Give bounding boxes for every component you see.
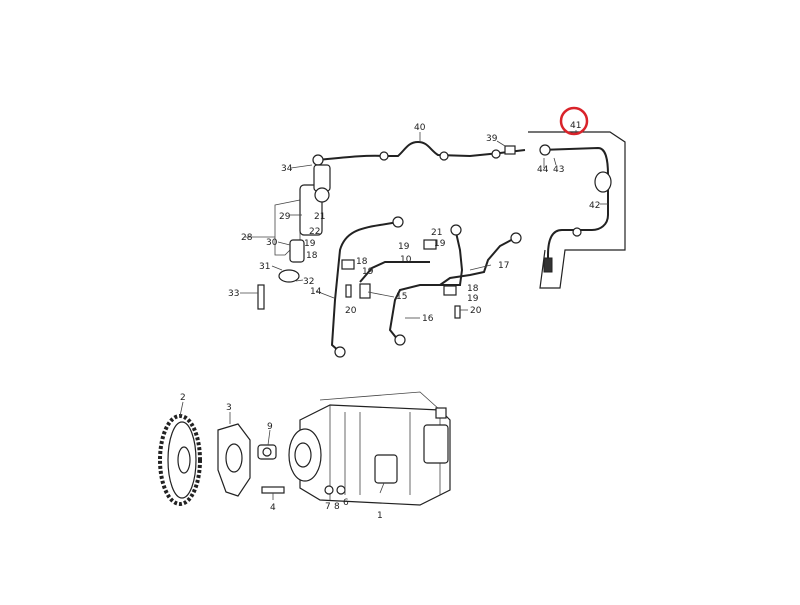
label-44: 44 — [537, 165, 549, 175]
label-19c: 19 — [398, 242, 410, 252]
drive-gear-2[interactable] — [158, 414, 202, 506]
label-7: 7 — [325, 502, 331, 512]
label-39: 39 — [486, 134, 498, 144]
label-20a: 20 — [345, 306, 357, 316]
label-10: 10 — [400, 255, 412, 265]
label-18b: 18 — [356, 257, 368, 267]
label-22: 22 — [309, 227, 320, 237]
label-6: 6 — [343, 498, 349, 508]
injection-pump-1[interactable] — [288, 391, 451, 506]
highlight-circle — [559, 106, 589, 136]
label-29: 29 — [279, 212, 291, 222]
injection-pipes[interactable] — [330, 216, 522, 358]
label-32: 32 — [303, 277, 314, 287]
label-31: 31 — [259, 262, 270, 272]
part-labels: 40 39 41 44 43 42 34 29 21 22 28 30 19 1… — [180, 121, 600, 521]
label-18a: 18 — [306, 251, 318, 261]
label-20b: 20 — [470, 306, 482, 316]
hub-and-stud[interactable] — [257, 444, 285, 494]
label-43: 43 — [553, 165, 564, 175]
label-21a: 21 — [314, 212, 325, 222]
label-15: 15 — [396, 292, 407, 302]
label-19a: 19 — [304, 239, 316, 249]
injector-assembly[interactable] — [257, 164, 331, 310]
label-4: 4 — [270, 503, 276, 513]
label-30: 30 — [266, 238, 278, 248]
label-19e: 19 — [467, 294, 479, 304]
label-19d: 19 — [434, 239, 446, 249]
label-3: 3 — [226, 403, 232, 413]
label-19b: 19 — [362, 267, 374, 277]
label-16: 16 — [422, 314, 434, 324]
label-21b: 21 — [431, 228, 442, 238]
label-14: 14 — [310, 287, 322, 297]
label-1: 1 — [377, 511, 383, 521]
return-line-40[interactable] — [312, 140, 526, 166]
label-28: 28 — [241, 233, 253, 243]
label-41: 41 — [570, 121, 581, 131]
label-2: 2 — [180, 393, 186, 403]
label-34: 34 — [281, 164, 293, 174]
label-42: 42 — [589, 201, 600, 211]
pipe-42[interactable] — [528, 131, 626, 289]
label-9: 9 — [267, 422, 273, 432]
label-17: 17 — [498, 261, 509, 271]
label-18c: 18 — [467, 284, 479, 294]
label-33: 33 — [228, 289, 239, 299]
label-40: 40 — [414, 123, 426, 133]
flange-plate-3[interactable] — [217, 423, 251, 497]
label-8: 8 — [334, 502, 340, 512]
